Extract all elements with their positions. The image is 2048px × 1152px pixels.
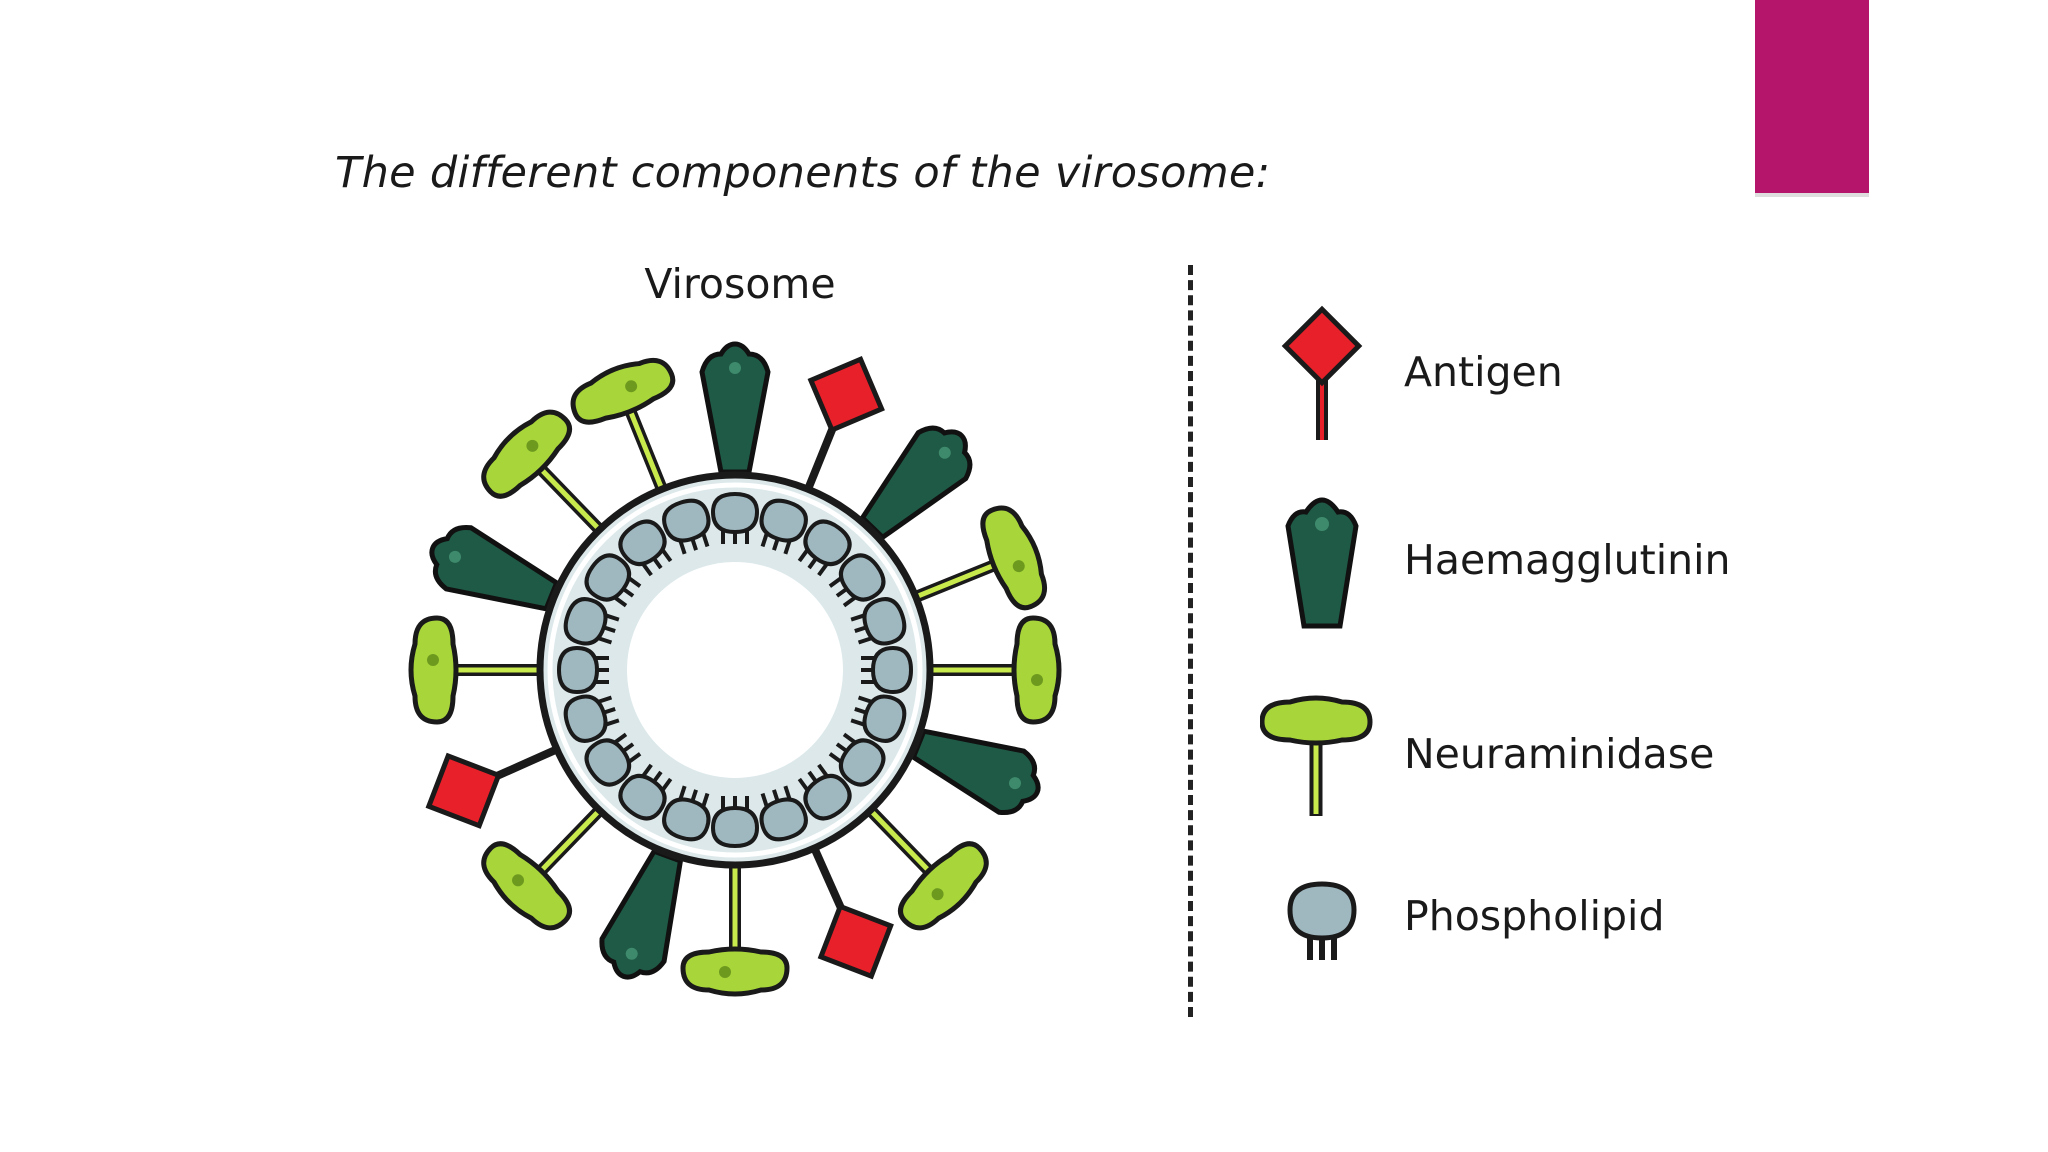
legend-label-antigen: Antigen	[1404, 348, 1563, 396]
antigen-icon	[1281, 305, 1363, 440]
legend-label-neuraminidase: Neuraminidase	[1404, 730, 1715, 778]
legend-item-haemagglutinin: Haemagglutinin	[1260, 496, 1820, 636]
legend-item-neuraminidase: Neuraminidase	[1260, 694, 1820, 834]
neuraminidase-icon	[1260, 695, 1373, 816]
dashed-divider	[1188, 265, 1193, 1017]
slide-title: The different components of the virosome…	[335, 148, 1271, 198]
legend-item-phospholipid: Phospholipid	[1260, 870, 1820, 1010]
virosome-diagram	[380, 320, 1090, 1020]
phospholipid-icon	[1287, 881, 1357, 960]
legend-item-antigen: Antigen	[1260, 300, 1820, 440]
slide-accent-bar	[1755, 0, 1869, 197]
legend-label-haemagglutinin: Haemagglutinin	[1404, 536, 1731, 584]
haemagglutinin-icon	[1285, 497, 1359, 629]
legend-label-phospholipid: Phospholipid	[1404, 892, 1665, 940]
virosome-label: Virosome	[644, 260, 836, 308]
